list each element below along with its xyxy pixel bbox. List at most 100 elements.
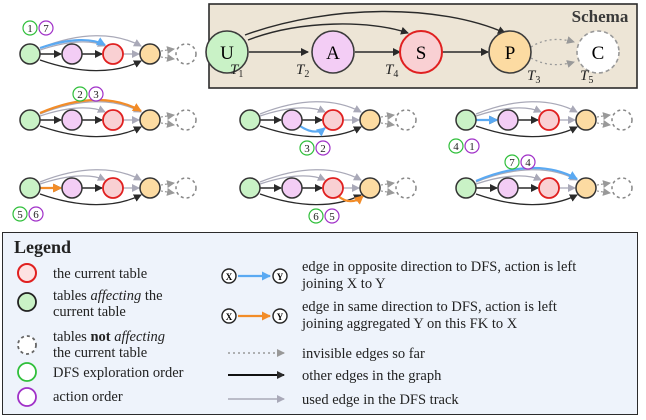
mini-node-u (455, 177, 477, 199)
legend-used-text: used edge in the DFS track (302, 392, 459, 408)
mini-arc-low (39, 125, 142, 138)
mini-dot-2 (596, 187, 611, 196)
legend-blue-text-2: joining X to Y (301, 276, 386, 292)
schema-node-p: P (488, 30, 532, 74)
svg-text:C: C (592, 43, 605, 64)
svg-text:S: S (416, 43, 427, 64)
svg-text:2: 2 (77, 89, 83, 101)
mini-dot-1 (160, 46, 175, 55)
legend-current-table-icon (17, 263, 37, 283)
mini-node-c (611, 177, 633, 199)
mini-dot-1 (380, 180, 395, 189)
mini-node-s (538, 109, 560, 131)
legend: Legend the current table tables affectin… (14, 237, 576, 408)
mini-node-a (497, 177, 519, 199)
edge-label-t1: T1 (230, 62, 243, 80)
mini-node-c (395, 109, 417, 131)
svg-text:5: 5 (17, 209, 23, 221)
schema-panel: Schema U A S P C (205, 3, 638, 89)
mini-node-a (61, 43, 83, 65)
legend-blue-text-1: edge in opposite direction to DFS, actio… (302, 259, 576, 275)
mini-node-p (139, 109, 161, 131)
svg-text:P: P (505, 43, 516, 64)
svg-text:A: A (326, 43, 340, 64)
legend-affecting-icon (17, 292, 37, 312)
mini-arc-low (475, 193, 578, 206)
schema-edge-u-s (247, 23, 409, 41)
svg-text:4: 4 (453, 141, 459, 153)
legend-orange-text-1: edge in same direction to DFS, action is… (302, 299, 557, 315)
mini-node-u (455, 109, 477, 131)
mini-node-p (359, 177, 381, 199)
dfs-order-label: 2 (72, 86, 88, 102)
svg-text:U: U (220, 43, 234, 64)
legend-orange-text-2: joining aggregated Y on this FK to X (301, 316, 518, 332)
edge-label-t3: T3 (527, 68, 540, 86)
mini-node-c (395, 177, 417, 199)
schema-edge-p-c-2 (530, 57, 575, 68)
legend-current-table-text: the current table (53, 266, 147, 282)
mini-node-s (322, 109, 344, 131)
mini-node-s (102, 109, 124, 131)
mini-arc-low (39, 193, 142, 206)
mini-node-a (497, 109, 519, 131)
mini-dot-2 (380, 187, 395, 196)
svg-text:3: 3 (93, 89, 99, 101)
action-order-label: 6 (28, 206, 44, 222)
mini-highlight-edge (39, 37, 106, 50)
mini-node-a (61, 177, 83, 199)
mini-node-u (19, 43, 41, 65)
mini-dot-2 (160, 119, 175, 128)
mini-node-c (175, 177, 197, 199)
mini-node-p (139, 177, 161, 199)
legend-blue-edge: X Y (221, 268, 288, 284)
mini-node-u (19, 109, 41, 131)
svg-text:1: 1 (469, 141, 475, 153)
legend-affecting-text-2: current table (53, 304, 126, 320)
legend-not-affecting-text: tables not affecting (53, 329, 165, 345)
action-order-label: 1 (464, 138, 480, 154)
mini-node-s (102, 177, 124, 199)
mini-arc-u-p (259, 169, 362, 183)
svg-text:X: X (226, 272, 233, 282)
mini-arc-low (259, 125, 362, 138)
mini-dot-1 (596, 112, 611, 121)
svg-text:7: 7 (43, 23, 49, 35)
mini-node-a (61, 109, 83, 131)
mini-arc-u-p (39, 169, 142, 183)
mini-arc-u-s (475, 105, 542, 117)
mini-node-c (175, 109, 197, 131)
action-order-label: 5 (324, 208, 340, 224)
mini-dot-1 (380, 112, 395, 121)
legend-dfs-order-text: DFS exploration order (53, 365, 184, 381)
mini-node-p (575, 177, 597, 199)
svg-text:3: 3 (304, 143, 310, 155)
mini-arc-low (39, 59, 142, 72)
schema-node-c: C (576, 30, 620, 74)
legend-not-affecting-text-2: the current table (53, 345, 147, 361)
mini-node-a (281, 109, 303, 131)
mini-node-c (611, 109, 633, 131)
dfs-order-label: 6 (308, 208, 324, 224)
mini-node-u (239, 177, 261, 199)
legend-title: Legend (14, 237, 71, 257)
schema-edge-u-p (244, 10, 506, 36)
edge-label-t2: T2 (296, 62, 309, 80)
mini-node-a (281, 177, 303, 199)
mini-dot-2 (160, 53, 175, 62)
svg-text:2: 2 (320, 143, 326, 155)
edge-label-t5: T5 (580, 68, 593, 86)
mini-arc-u-s (39, 173, 106, 185)
dfs-order-label: 5 (12, 206, 28, 222)
svg-text:4: 4 (525, 157, 531, 169)
legend-not-affecting-icon (17, 335, 37, 355)
schema-node-a: A (311, 30, 355, 74)
dfs-order-label: 1 (22, 20, 38, 36)
